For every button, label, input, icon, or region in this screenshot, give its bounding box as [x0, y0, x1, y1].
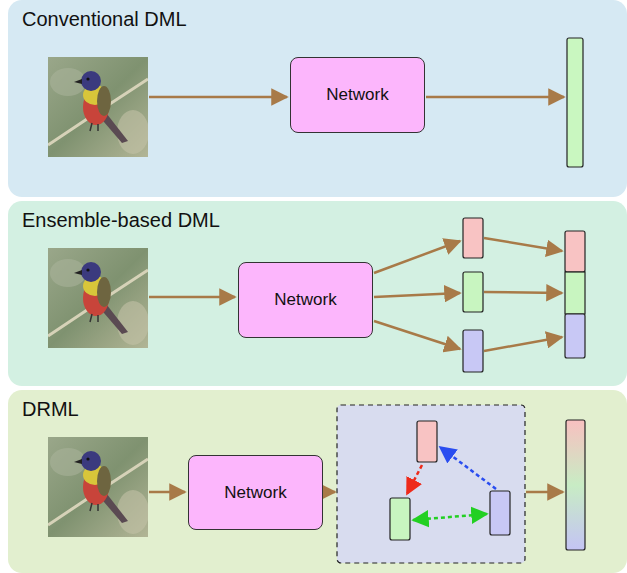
panel-title: Conventional DML [22, 8, 187, 31]
flow-arrow [149, 96, 287, 99]
sub-embedding [463, 218, 483, 258]
network-box: Network [238, 262, 373, 338]
method-panel: Conventional DML Network [8, 0, 627, 197]
network-box: Network [188, 455, 323, 530]
relation-arrow [407, 465, 422, 494]
panel-title: Ensemble-based DML [22, 209, 220, 232]
relation-arrow [440, 447, 496, 489]
box-label: Network [274, 290, 336, 310]
sub-embedding [490, 491, 510, 535]
fused-embedding [566, 420, 585, 550]
concat-embedding [565, 314, 585, 358]
panel-title: DRML [22, 398, 79, 421]
relation-arrow [413, 514, 487, 520]
concat-embedding [565, 272, 585, 314]
relation-region [337, 405, 525, 563]
flow-arrow [484, 238, 562, 251]
sub-embedding [463, 272, 483, 312]
box-label: Network [326, 85, 388, 105]
flow-arrow [526, 491, 563, 494]
method-panel: DRML Network [8, 390, 627, 573]
flow-arrow [149, 491, 185, 494]
sub-embedding [463, 330, 483, 372]
embedding-bar [567, 38, 583, 167]
box-label: Network [224, 483, 286, 503]
flow-arrow [324, 491, 335, 494]
flow-arrow [374, 321, 460, 349]
sub-embedding [390, 498, 410, 540]
bird-photo [48, 437, 149, 537]
bird-photo [48, 248, 149, 348]
flow-arrow [374, 241, 460, 273]
network-box: Network [290, 57, 425, 133]
flow-arrow [484, 292, 562, 293]
flow-arrow [426, 96, 564, 99]
flow-arrow [149, 296, 235, 299]
concat-embedding [565, 231, 585, 272]
bird-photo [48, 57, 149, 157]
sub-embedding [417, 421, 437, 462]
flow-arrow [374, 293, 460, 297]
method-panel: Ensemble-based DML Network [8, 201, 627, 386]
flow-arrow [484, 337, 562, 351]
